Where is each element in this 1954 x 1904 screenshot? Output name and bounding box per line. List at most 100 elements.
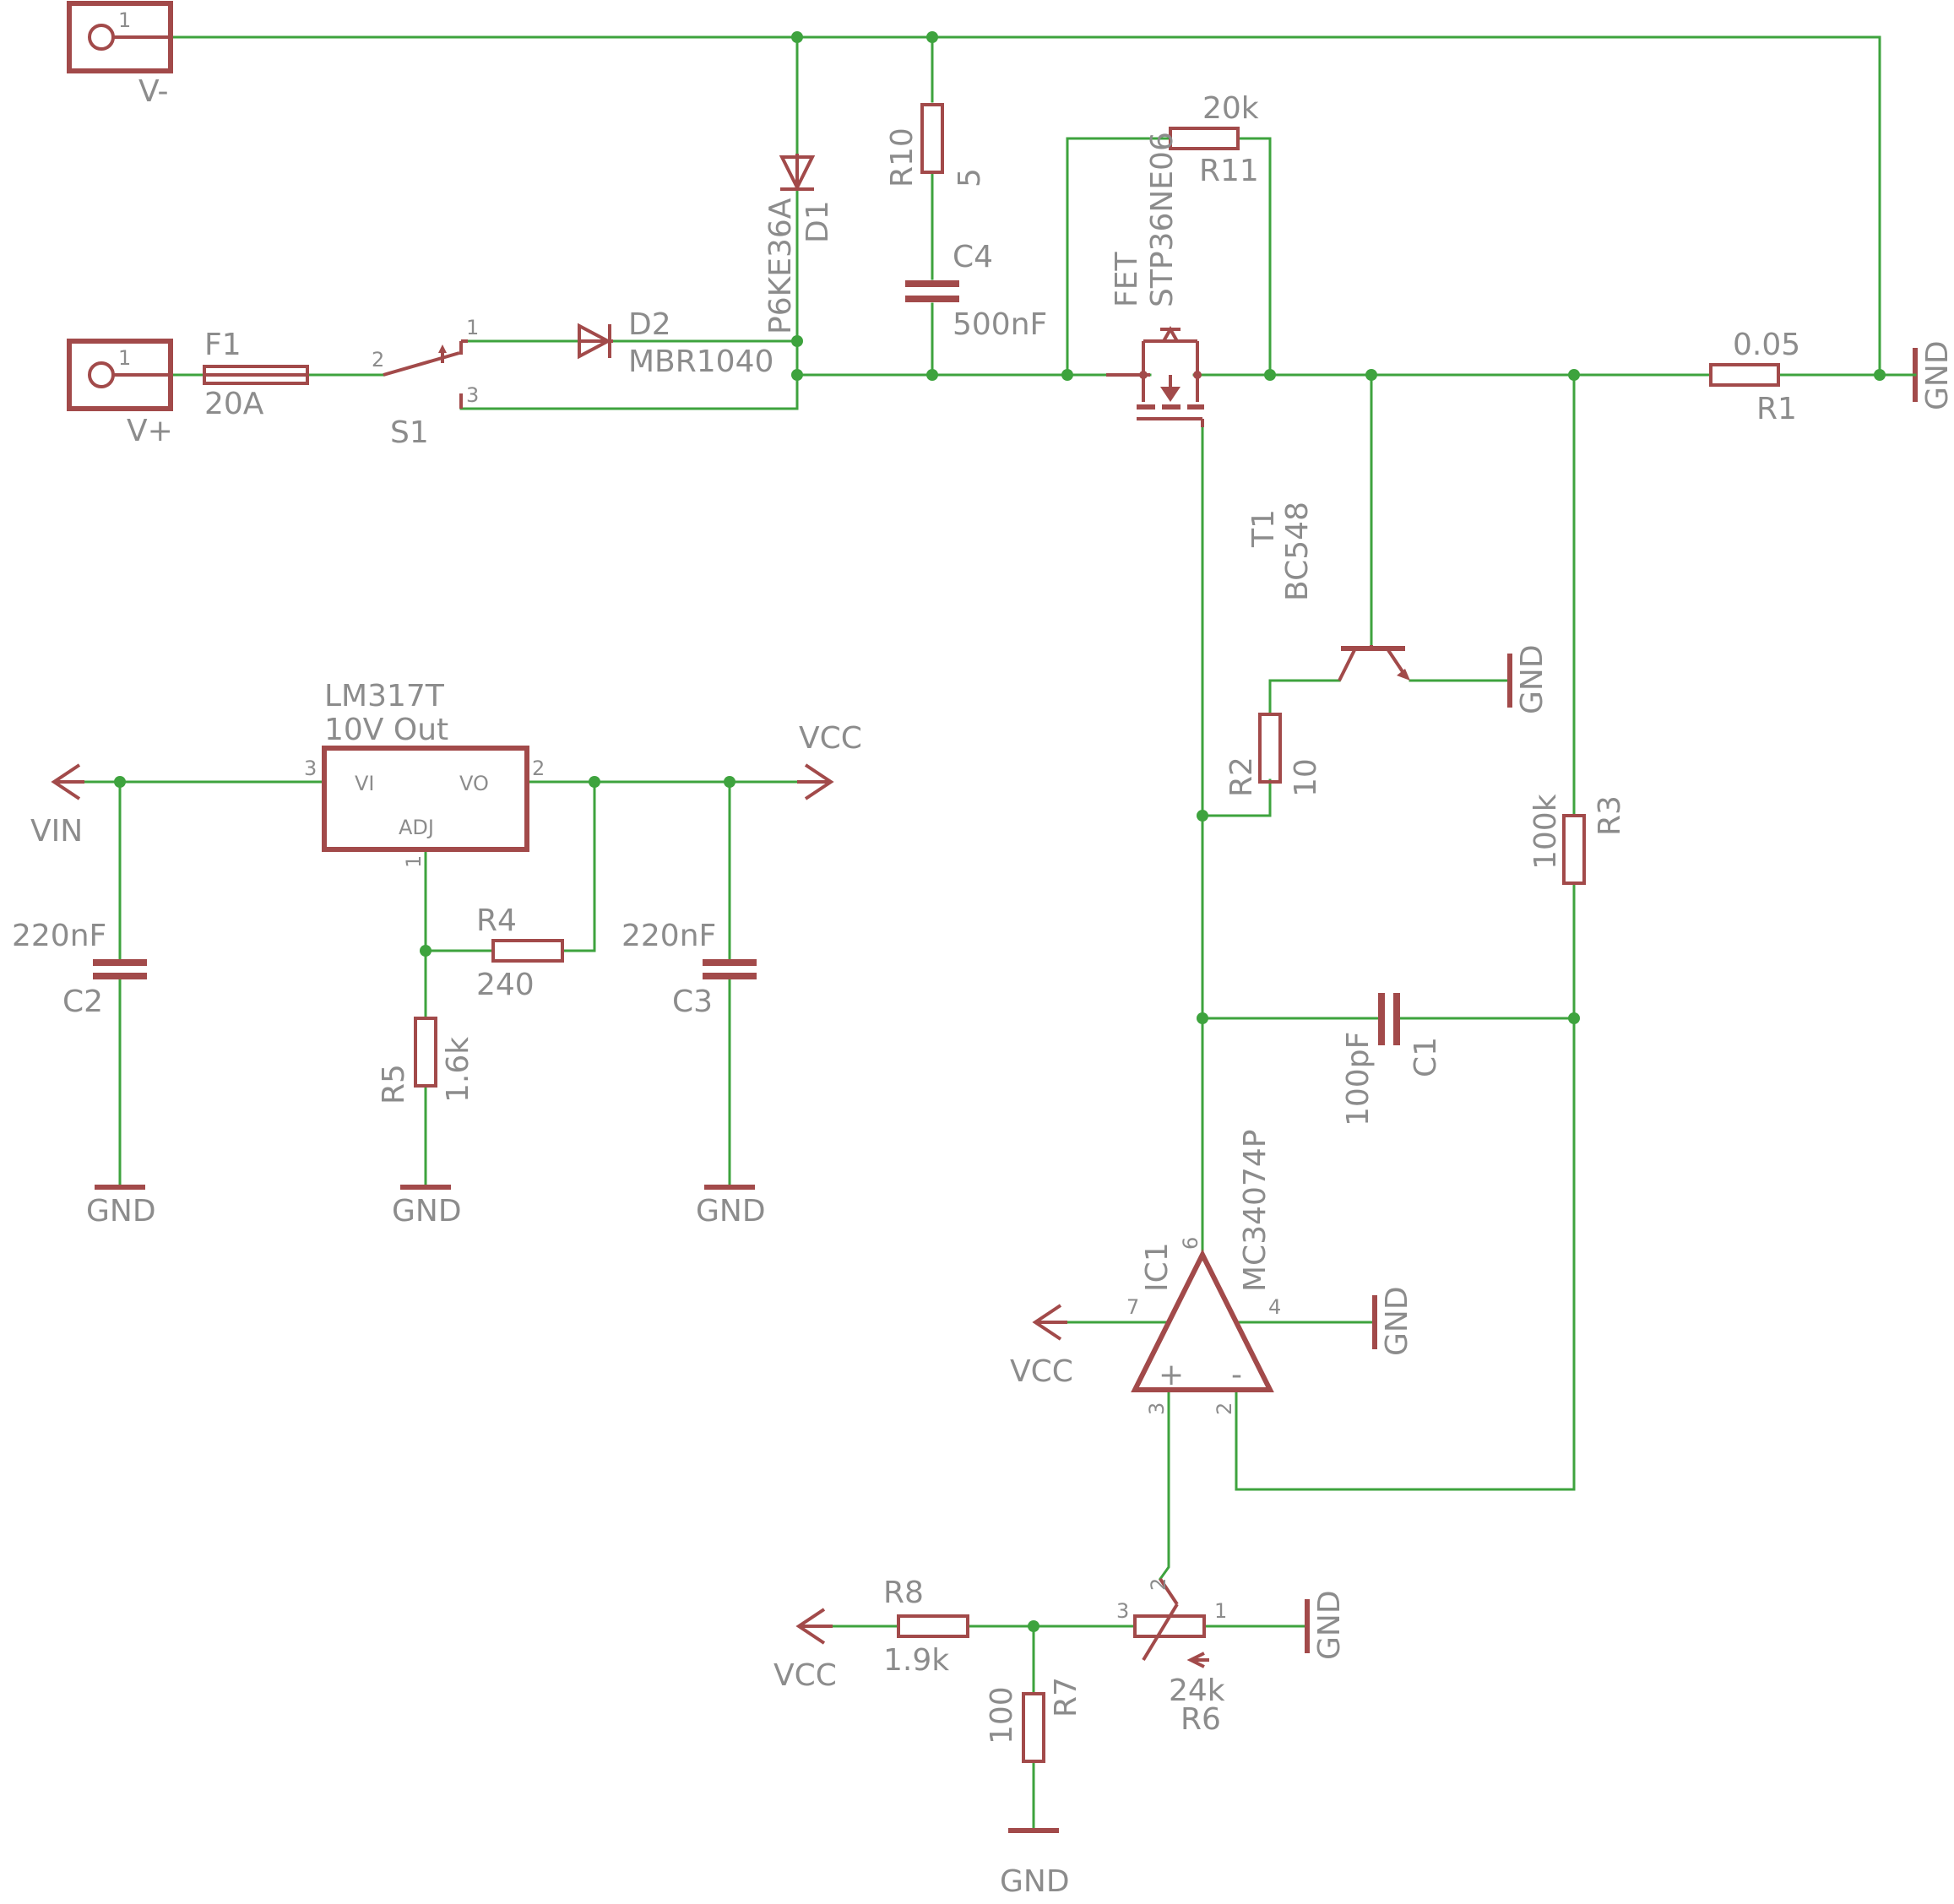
resistor-r8[interactable]: R8 1.9k	[883, 1576, 969, 1678]
reg-name: LM317T	[324, 679, 445, 713]
gnd-label-right: GND	[1920, 340, 1954, 410]
r4-name: R4	[476, 903, 517, 938]
vcc-symbol-ic1: VCC	[1010, 1304, 1073, 1389]
c4-name: C4	[953, 240, 993, 274]
r1-name: R1	[1756, 392, 1797, 426]
capacitor-c3[interactable]: 220nF C3	[621, 919, 757, 1019]
junctions	[114, 31, 1886, 1632]
mosfet-fet[interactable]: FET STP36NE06	[1106, 132, 1204, 427]
v-minus-pin: 1	[118, 8, 131, 32]
reg-pin3: 3	[304, 757, 317, 780]
connector-v-minus[interactable]: 1 V-	[67, 1, 173, 109]
s1-name: S1	[390, 415, 429, 450]
regulator-lm317[interactable]: LM317T 10V Out VI VO ADJ 1 2 3	[304, 679, 545, 868]
d1-name: D1	[801, 200, 835, 243]
s1-pin2: 2	[372, 348, 384, 372]
gnd-label-r5: GND	[392, 1194, 462, 1229]
reg-adj: ADJ	[399, 816, 434, 839]
vcc-label-ic1: VCC	[1010, 1354, 1073, 1389]
r6-value: 24k	[1169, 1673, 1225, 1708]
vcc-symbol-reg: VCC	[797, 721, 862, 800]
r3-value: 100k	[1528, 794, 1563, 870]
s1-pin3: 3	[466, 383, 479, 407]
gnd-symbol-pot: GND	[1305, 1590, 1347, 1660]
v-plus-label: V+	[127, 414, 173, 448]
r8-name: R8	[883, 1576, 924, 1610]
r11-value: 20k	[1202, 91, 1259, 126]
ic1-name: IC1	[1140, 1242, 1175, 1292]
diode-d1[interactable]: D1 P6KE36A	[763, 154, 835, 334]
resistor-r5[interactable]: R5 1.6k	[377, 1017, 475, 1104]
s1-pin1: 1	[466, 316, 479, 339]
ic1-value: MC34074P	[1238, 1130, 1273, 1292]
opamp-ic1[interactable]: + - 6 7 4 3 2 IC1 MC34074P	[1126, 1130, 1281, 1415]
connector-v-plus[interactable]: 1 V+	[67, 339, 173, 448]
ic1-pin6: 6	[1179, 1237, 1202, 1250]
switch-s1[interactable]: 1 2 3 S1	[372, 316, 479, 450]
gnd-symbol-ic1: GND	[1372, 1286, 1414, 1356]
r5-value: 1.6k	[441, 1037, 475, 1103]
capacitor-c1[interactable]: 100pF C1	[1341, 993, 1443, 1126]
transistor-t1[interactable]: T1 BC548	[1246, 502, 1410, 681]
c4-value: 500nF	[953, 307, 1047, 342]
c1-name: C1	[1409, 1037, 1443, 1077]
reg-value: 10V Out	[324, 713, 448, 747]
gnd-label-c3: GND	[696, 1194, 766, 1229]
d2-name: D2	[628, 307, 671, 342]
r7-name: R7	[1049, 1677, 1083, 1717]
r5-name: R5	[377, 1064, 411, 1104]
gnd-symbol-c2: GND	[86, 1185, 156, 1229]
gnd-symbol-r7: GND	[1000, 1828, 1070, 1899]
gnd-symbol-t1: GND	[1507, 644, 1550, 714]
gnd-label-c2: GND	[86, 1194, 156, 1229]
t1-value: BC548	[1280, 502, 1315, 601]
fet-name: FET	[1110, 252, 1144, 307]
r10-value: 5	[953, 168, 987, 187]
t1-name: T1	[1246, 509, 1281, 548]
reg-vi: VI	[355, 772, 375, 795]
gnd-symbol-c3: GND	[696, 1185, 766, 1229]
wires	[54, 35, 1881, 1831]
v-minus-label: V-	[138, 74, 169, 109]
r2-value: 10	[1289, 758, 1323, 797]
f1-value: 20A	[204, 387, 264, 421]
resistor-r1[interactable]: 0.05 R1	[1709, 328, 1800, 426]
d1-value: P6KE36A	[763, 198, 798, 334]
resistor-r2[interactable]: R2 10	[1224, 713, 1323, 797]
capacitor-c4[interactable]: C4 500nF	[905, 240, 1047, 342]
gnd-symbol-r5: GND	[392, 1185, 462, 1229]
r8-value: 1.9k	[883, 1643, 949, 1678]
potentiometer-r6[interactable]: 1 2 3 24k R6	[1116, 1578, 1227, 1737]
reg-pin1: 1	[402, 855, 426, 868]
f1-name: F1	[204, 328, 242, 362]
v-plus-pin: 1	[118, 346, 131, 370]
c2-name: C2	[62, 985, 103, 1019]
fuse-f1[interactable]: F1 20A	[203, 328, 309, 421]
vin-symbol: VIN	[30, 763, 84, 849]
r6-name: R6	[1181, 1702, 1221, 1737]
resistor-r11[interactable]: 20k R11	[1169, 91, 1259, 188]
resistor-r10[interactable]: R10 5	[885, 103, 987, 187]
ic1-minus-sign: -	[1231, 1358, 1242, 1392]
ic1-pin4: 4	[1268, 1295, 1281, 1319]
ic1-pin7: 7	[1126, 1295, 1139, 1319]
vcc-label-pot: VCC	[773, 1658, 837, 1693]
r3-name: R3	[1593, 795, 1627, 836]
gnd-symbol-right: GND	[1878, 340, 1954, 410]
vcc-label-reg: VCC	[799, 721, 862, 756]
c3-value: 220nF	[621, 919, 716, 953]
reg-pin2: 2	[532, 757, 545, 780]
vcc-symbol-pot: VCC	[773, 1608, 837, 1693]
resistor-r3[interactable]: 100k R3	[1528, 794, 1627, 885]
gnd-label-ic1: GND	[1380, 1286, 1414, 1356]
resistor-r4[interactable]: R4 240	[476, 903, 564, 1002]
r6-pin2: 2	[1147, 1578, 1170, 1591]
gnd-label-r7: GND	[1000, 1864, 1070, 1899]
fet-value: STP36NE06	[1145, 132, 1180, 307]
r7-value: 100	[985, 1686, 1019, 1744]
ic1-pin3: 3	[1145, 1402, 1169, 1415]
diode-d2[interactable]: D2 MBR1040	[578, 307, 773, 379]
resistor-r7[interactable]: 100 R7	[985, 1677, 1083, 1763]
c2-value: 220nF	[12, 919, 106, 953]
capacitor-c2[interactable]: 220nF C2	[12, 919, 147, 1019]
